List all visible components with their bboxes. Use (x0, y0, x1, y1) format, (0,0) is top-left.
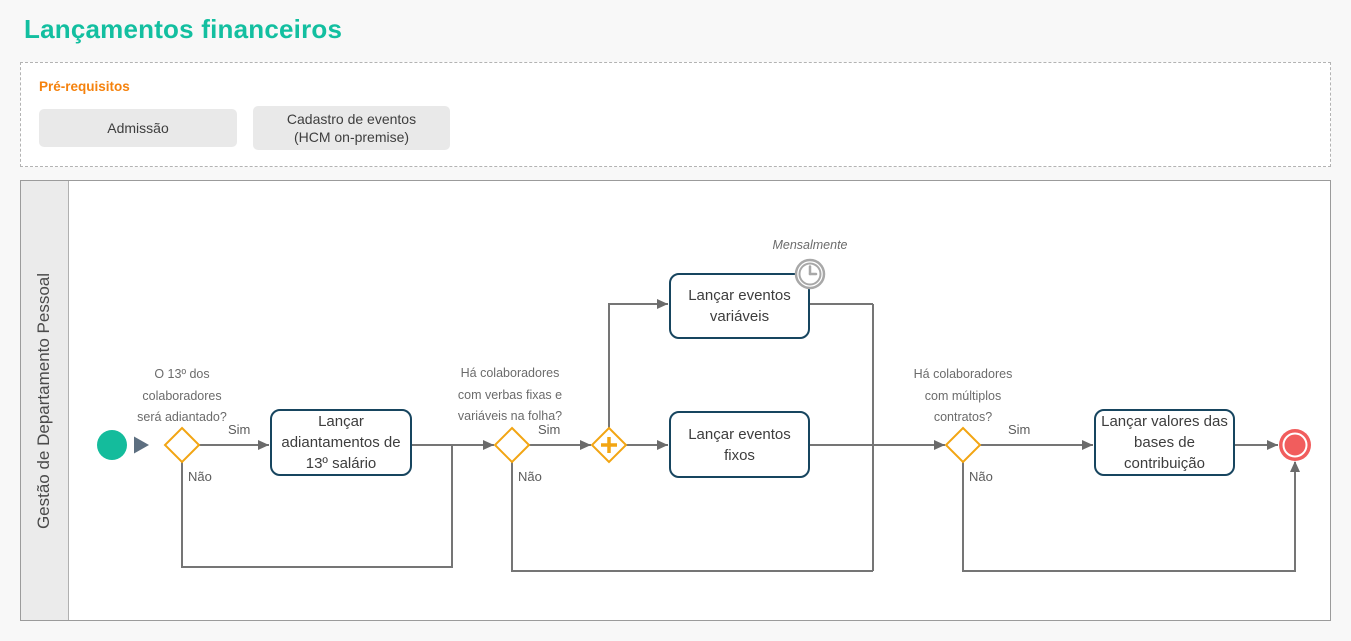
gateway-question-1: O 13º dos colaboradores será adiantado? (137, 367, 227, 424)
bpmn-pool: Gestão de Departamento Pessoal (20, 180, 1331, 621)
page-title: Lançamentos financeiros (24, 14, 343, 44)
gateway-verbas-fixas-variaveis (493, 426, 531, 464)
edge-label-yes-1: Sim (228, 422, 251, 437)
task-lancar-valores-bases[interactable]: Lançar valores das bases de contribuição (1094, 409, 1235, 476)
task-lancar-eventos-variaveis[interactable]: Lançar eventos variáveis (669, 273, 810, 339)
edge-label-yes-3: Sim (1008, 422, 1031, 437)
edge-label-no-2: Não (518, 469, 542, 484)
start-event (97, 430, 127, 460)
parallel-gateway (590, 426, 628, 464)
task-lancar-adiantamentos[interactable]: Lançar adiantamentos de 13º salário (270, 409, 412, 476)
prerequisites-label: Pré-requisitos (39, 79, 130, 94)
end-event (1279, 429, 1311, 461)
lane-header: Gestão de Departamento Pessoal (21, 181, 69, 620)
prerequisites-panel: Pré-requisitos Admissão Cadastro de even… (20, 62, 1331, 167)
lane-label: Gestão de Departamento Pessoal (34, 272, 54, 529)
edge-label-no-1: Não (188, 469, 212, 484)
gateway-13-adiantado (163, 426, 201, 464)
flow-connectors-layer (97, 299, 1311, 572)
arrowheads (258, 299, 1300, 472)
start-arrow-icon (134, 436, 149, 454)
prerequisites-button-row: Admissão Cadastro de eventos (HCM on-pre… (39, 105, 450, 151)
prereq-button-cadastro-eventos[interactable]: Cadastro de eventos (HCM on-premise) (253, 105, 450, 151)
gateway-multiplos-contratos (944, 426, 982, 464)
gateway-question-2: Há colaboradores com verbas fixas e vari… (457, 366, 563, 423)
edge-label-no-3: Não (969, 469, 993, 484)
diagram-canvas: O 13º dos colaboradores será adiantado? … (70, 181, 1330, 620)
gateway-question-3: Há colaboradores com múltiplos contratos… (913, 367, 1013, 424)
sequence-flows (181, 303, 1296, 572)
timer-annotation-label: Mensalmente (772, 238, 848, 252)
timer-icon (794, 258, 826, 290)
edge-label-yes-2: Sim (538, 422, 561, 437)
prereq-button-admissao[interactable]: Admissão (39, 109, 237, 147)
task-lancar-eventos-fixos[interactable]: Lançar eventos fixos (669, 411, 810, 478)
